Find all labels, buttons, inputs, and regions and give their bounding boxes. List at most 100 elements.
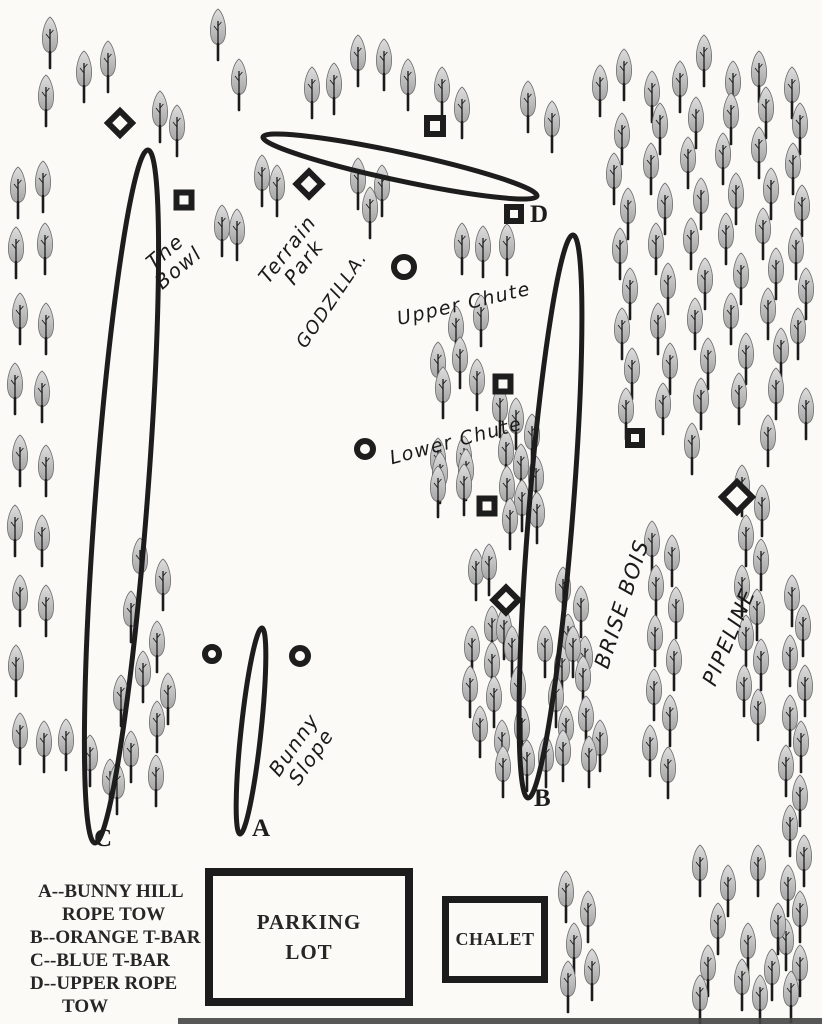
tree-icon <box>230 58 248 112</box>
legend-line-a: A--BUNNY HILL <box>38 881 184 902</box>
tree-icon <box>686 297 704 351</box>
square-marker <box>173 189 195 211</box>
tree-icon <box>792 720 810 774</box>
tree-icon <box>797 267 815 321</box>
tree-icon <box>679 136 697 190</box>
tree-icon <box>767 247 785 301</box>
tree-icon <box>577 695 595 749</box>
tree-icon <box>471 705 489 759</box>
tree-icon <box>619 187 637 241</box>
tree-icon <box>99 40 117 94</box>
tree-icon <box>656 182 674 236</box>
tree-icon <box>461 665 479 719</box>
tree-icon <box>613 307 631 361</box>
tree-icon <box>623 347 641 401</box>
tree-icon <box>148 620 166 674</box>
tree-icon <box>691 844 709 898</box>
tree-icon <box>453 222 471 276</box>
circle-marker <box>391 254 417 280</box>
tree-icon <box>591 719 609 773</box>
tree-icon <box>37 74 55 128</box>
tree-icon <box>692 177 710 231</box>
square-marker <box>424 115 446 137</box>
square-marker <box>476 495 498 517</box>
square-marker <box>625 428 645 448</box>
tree-icon <box>518 739 536 793</box>
tree-icon <box>781 694 799 748</box>
tree-icon <box>467 548 485 602</box>
tree-icon <box>735 664 753 718</box>
tree-icon <box>554 729 572 783</box>
tree-icon <box>750 126 768 180</box>
tree-icon <box>7 644 25 698</box>
tree-icon <box>781 634 799 688</box>
tree-icon <box>733 958 751 1012</box>
lift-A-letter: A <box>252 815 270 842</box>
parking-lot-label-line2: LOT <box>285 940 333 964</box>
tree-icon <box>591 64 609 118</box>
tree-icon <box>349 34 367 88</box>
tree-icon <box>564 625 582 679</box>
tree-icon <box>512 443 530 497</box>
tree-icon <box>572 585 590 639</box>
tree-icon <box>617 387 635 441</box>
tree-icon <box>748 588 766 642</box>
tree-icon <box>33 514 51 568</box>
tree-icon <box>692 377 710 431</box>
tree-icon <box>148 700 166 754</box>
tree-icon <box>759 287 777 341</box>
tree-icon <box>727 172 745 226</box>
tree-icon <box>213 204 231 258</box>
lift-legend: A--BUNNY HILL ROPE TOW B--ORANGE T-BAR C… <box>30 880 201 1018</box>
lift-A-line <box>233 625 269 837</box>
tree-icon <box>667 586 685 640</box>
tree-icon <box>749 844 767 898</box>
tree-icon <box>751 974 769 1024</box>
tree-icon <box>649 302 667 356</box>
tree-icon <box>791 774 809 828</box>
tree-icon <box>643 520 661 574</box>
tree-icon <box>253 154 271 208</box>
tree-icon <box>151 90 169 144</box>
lift-B-letter: B <box>534 785 551 812</box>
tree-icon <box>661 694 679 748</box>
tree-icon <box>474 225 492 279</box>
tree-icon <box>794 604 812 658</box>
tree-icon <box>737 514 755 568</box>
tree-icon <box>719 864 737 918</box>
tree-icon <box>611 227 629 281</box>
tree-icon <box>787 227 805 281</box>
tree-icon <box>753 484 771 538</box>
tree-icon <box>579 890 597 944</box>
tree-icon <box>154 558 172 612</box>
tree-icon <box>762 167 780 221</box>
tree-icon <box>463 625 481 679</box>
lift-C-letter: C <box>94 825 112 852</box>
legend-line-d-cont: TOW <box>62 996 109 1017</box>
legend-line-c: C--BLUE T-BAR <box>30 950 170 971</box>
tree-icon <box>536 625 554 679</box>
tree-icon <box>433 66 451 120</box>
tree-icon <box>34 160 52 214</box>
tree-icon <box>268 164 286 218</box>
tree-icon <box>749 688 767 742</box>
tree-icon <box>7 226 25 280</box>
diamond-marker <box>489 583 523 617</box>
tree-icon <box>33 370 51 424</box>
tree-icon <box>752 638 770 692</box>
tree-icon <box>791 890 809 944</box>
tree-icon <box>793 184 811 238</box>
tree-icon <box>35 720 53 774</box>
tree-icon <box>37 444 55 498</box>
tree-icon <box>434 366 452 420</box>
tree-icon <box>361 186 379 240</box>
square-marker <box>492 373 514 395</box>
tree-icon <box>399 58 417 112</box>
tree-icon <box>683 422 701 476</box>
tree-icon <box>605 152 623 206</box>
tree-icon <box>503 625 521 679</box>
tree-icon <box>641 724 659 778</box>
tree-icon <box>646 614 664 668</box>
tree-icon <box>682 217 700 271</box>
lift-C-line <box>81 147 162 846</box>
